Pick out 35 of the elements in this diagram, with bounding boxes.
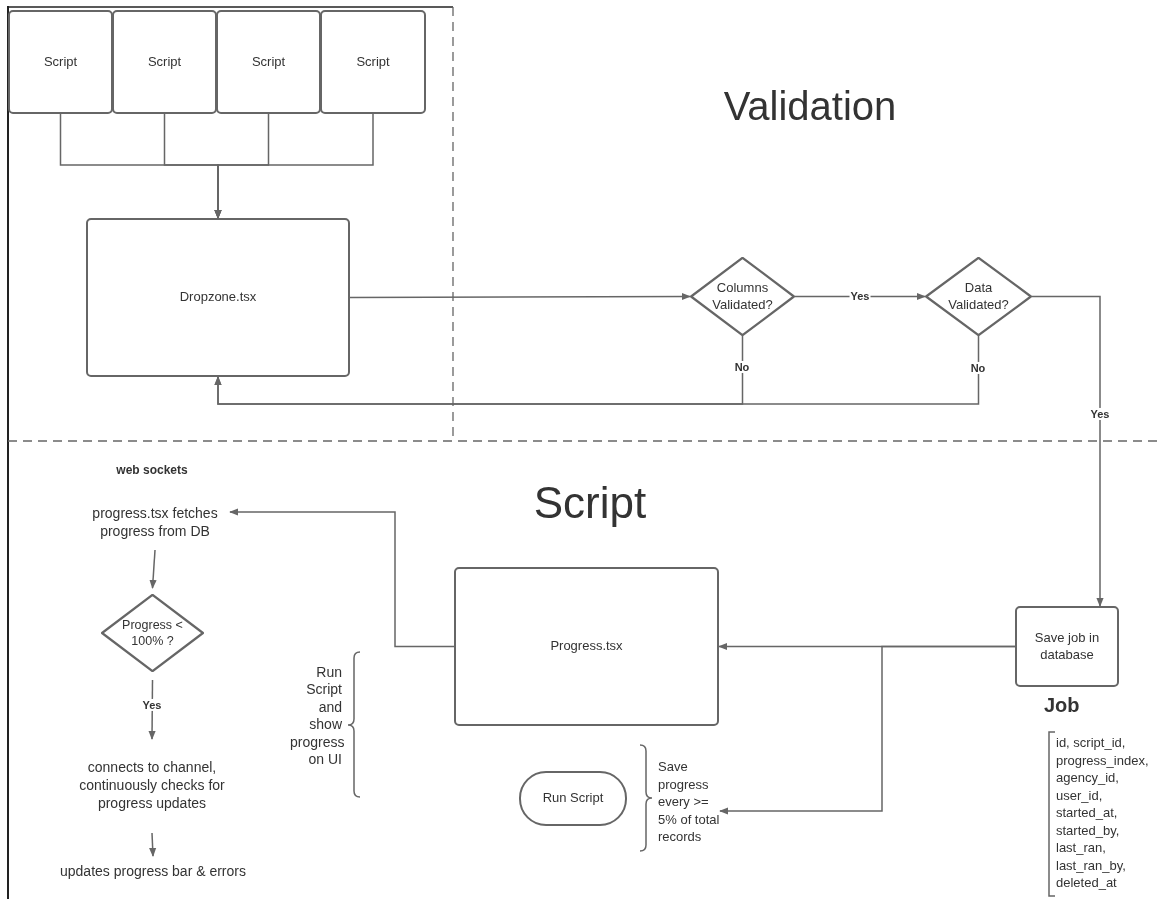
step-text: connects to channel, continuously checks for progress updates xyxy=(68,745,236,825)
arrow xyxy=(1031,295,1104,607)
section-title: Script xyxy=(532,478,648,528)
edge-label: Yes xyxy=(141,698,163,712)
decision-diamond: Data Validated? xyxy=(925,257,1032,336)
edge-label: No xyxy=(969,361,987,375)
arrow xyxy=(214,113,374,219)
step-text: updates progress bar & errors xyxy=(50,862,256,880)
note-text: Run Script and show progress on UI xyxy=(290,664,342,769)
arrow xyxy=(149,549,157,589)
step-text: progress.tsx fetches progress from DB xyxy=(80,502,230,542)
script-box: Script xyxy=(216,10,321,114)
edge-label: Yes xyxy=(1089,407,1111,421)
section-note: web sockets xyxy=(115,463,189,477)
process-box: Save job in database xyxy=(1015,606,1119,687)
decision-diamond: Columns Validated? xyxy=(690,257,795,336)
edge-label: Yes xyxy=(849,289,871,303)
edge-label: No xyxy=(733,360,751,374)
table-heading: Job xyxy=(1044,694,1081,717)
note-text: Save progress every >= 5% of total records xyxy=(658,751,720,853)
decision-diamond: Progress < 100% ? xyxy=(101,594,204,672)
arrow xyxy=(149,832,157,857)
process-box: Progress.tsx xyxy=(454,567,719,726)
process-box: Dropzone.tsx xyxy=(86,218,350,377)
arrow xyxy=(719,645,1016,815)
script-box: Script xyxy=(320,10,426,114)
script-box: Script xyxy=(8,10,113,114)
arrow xyxy=(214,335,980,405)
terminal-box: Run Script xyxy=(519,771,627,826)
arrow xyxy=(349,292,691,301)
arrow xyxy=(229,508,455,648)
section-title: Validation xyxy=(722,84,898,129)
script-box: Script xyxy=(112,10,217,114)
field-list: id, script_id, progress_index, agency_id, user_id, started_at, started_by, last_ran, last_ran_by, deleted_at xyxy=(1056,734,1158,892)
arrow xyxy=(148,679,156,740)
